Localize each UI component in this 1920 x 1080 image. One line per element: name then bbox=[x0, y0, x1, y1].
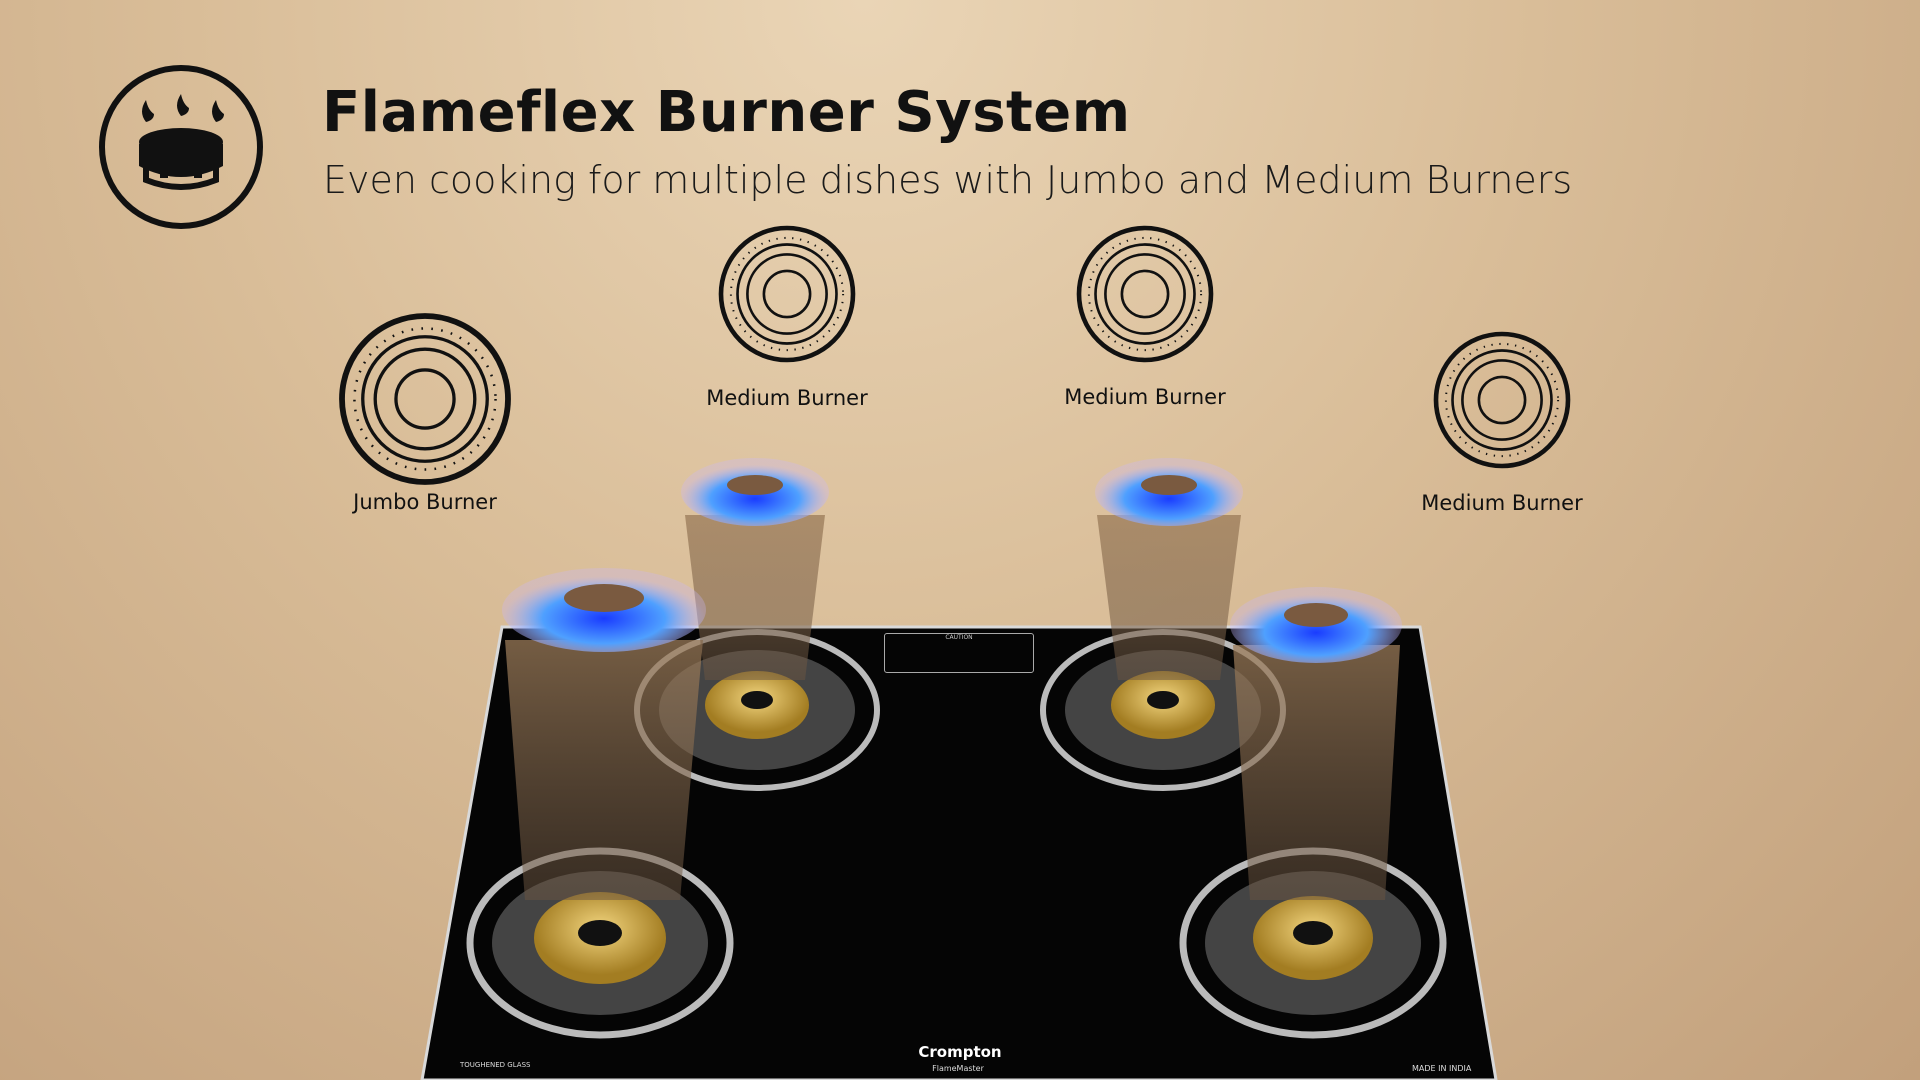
page-title: Flameflex Burner System bbox=[322, 80, 1131, 145]
flame-medium-2 bbox=[1095, 458, 1243, 526]
burner-label-medium-2: Medium Burner bbox=[1064, 385, 1226, 409]
page-subtitle: Even cooking for multiple dishes with Ju… bbox=[323, 158, 1573, 202]
model-name: FlameMaster bbox=[932, 1064, 984, 1073]
origin-label: MADE IN INDIA bbox=[1412, 1064, 1472, 1073]
burner-ring-icon bbox=[1079, 228, 1211, 360]
caution-title: CAUTION bbox=[945, 634, 973, 641]
flame-medium-3 bbox=[1230, 587, 1402, 663]
brand-logo: Crompton bbox=[918, 1043, 1002, 1061]
caution-label: CAUTION bbox=[884, 633, 1034, 673]
burner-ring-icon bbox=[1436, 334, 1568, 466]
flame-jumbo bbox=[502, 568, 706, 652]
burner-label-medium-1: Medium Burner bbox=[706, 386, 868, 410]
burner-label-medium-3: Medium Burner bbox=[1421, 491, 1583, 515]
toughened-glass-badge: TOUGHENED GLASS bbox=[460, 1061, 531, 1069]
gas-burner-icon bbox=[99, 65, 263, 229]
flame-medium-1 bbox=[681, 458, 829, 526]
burner-ring-icon bbox=[721, 228, 853, 360]
burner-label-jumbo: Jumbo Burner bbox=[353, 490, 497, 514]
stove-burners bbox=[466, 629, 1447, 1039]
burner-ring-icon bbox=[342, 316, 508, 482]
